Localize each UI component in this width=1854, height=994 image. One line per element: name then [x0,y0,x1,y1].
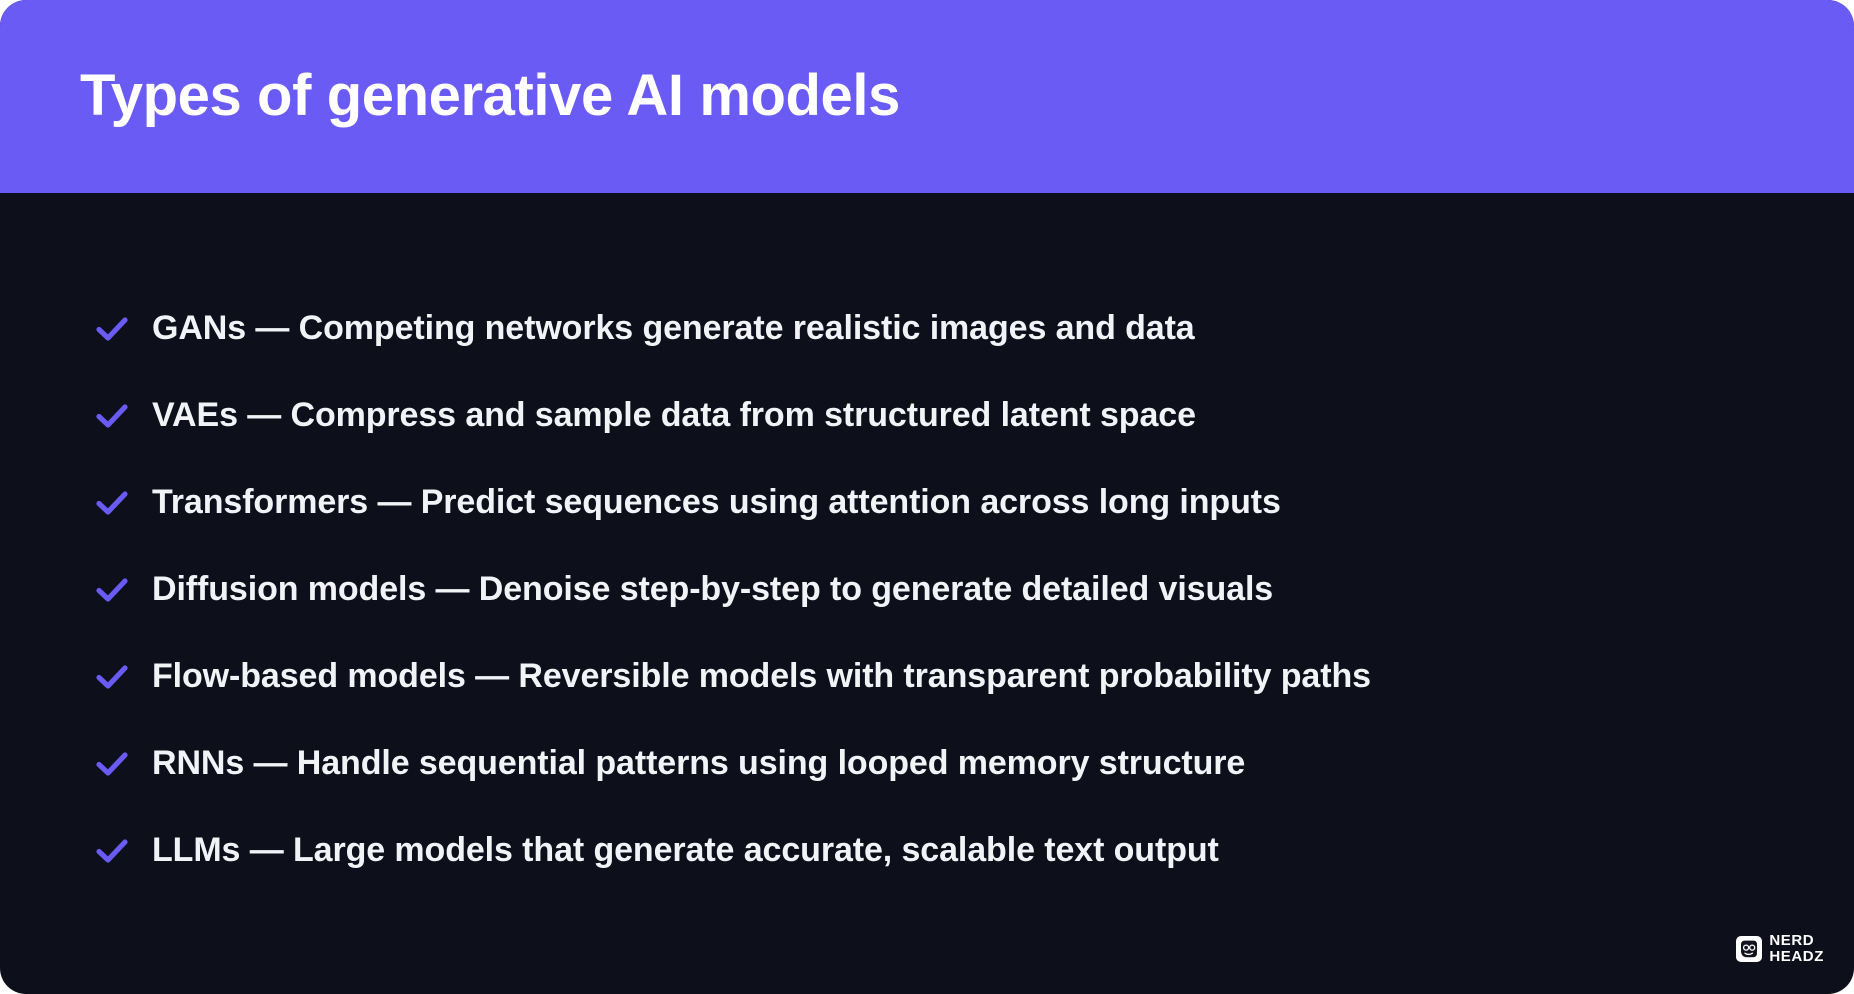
list-item: Flow-based models — Reversible models wi… [92,633,1854,720]
list-item: LLMs — Large models that generate accura… [92,807,1854,894]
title-banner: Types of generative AI models [0,0,1854,193]
brand-logo: NERD HEADZ [1736,933,1824,964]
nerdheadz-head-icon [1736,935,1763,962]
check-icon [92,742,136,786]
list-item-label: LLMs — Large models that generate accura… [152,830,1219,869]
list-item-label: Transformers — Predict sequences using a… [152,482,1281,521]
list-item: VAEs — Compress and sample data from str… [92,372,1854,459]
page-title: Types of generative AI models [80,63,900,129]
check-icon [92,568,136,612]
logo-line-1: NERD [1769,932,1815,950]
logo-wordmark: NERD HEADZ [1769,933,1824,964]
bullet-list: GANs — Competing networks generate reali… [0,193,1854,894]
check-icon [92,829,136,873]
list-item-label: GANs — Competing networks generate reali… [152,308,1195,347]
list-item: Diffusion models — Denoise step-by-step … [92,546,1854,633]
logo-line-2: HEADZ [1769,947,1824,965]
check-icon [92,307,136,351]
list-item-label: Flow-based models — Reversible models wi… [152,656,1371,695]
check-icon [92,481,136,525]
list-item: Transformers — Predict sequences using a… [92,459,1854,546]
list-item-label: RNNs — Handle sequential patterns using … [152,743,1246,782]
list-item: GANs — Competing networks generate reali… [92,285,1854,372]
list-item: RNNs — Handle sequential patterns using … [92,720,1854,807]
list-item-label: Diffusion models — Denoise step-by-step … [152,569,1274,608]
check-icon [92,655,136,699]
check-icon [92,394,136,438]
list-item-label: VAEs — Compress and sample data from str… [152,395,1196,434]
